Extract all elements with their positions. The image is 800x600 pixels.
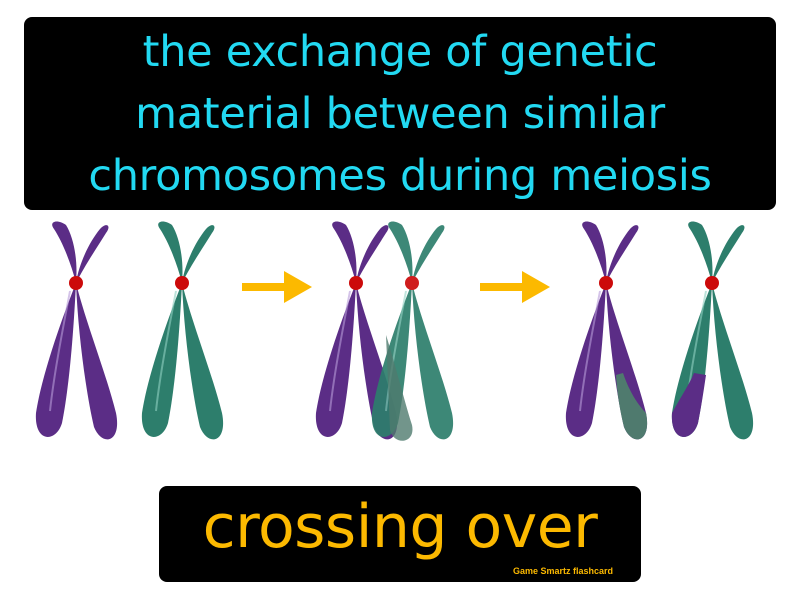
chromosome-green-1: [142, 222, 223, 440]
term-box: crossing over Game Smartz flashcard: [159, 486, 641, 582]
crossing-over-illustration: [0, 216, 800, 441]
chromosome-purple-1: [36, 222, 117, 440]
stage-before: [36, 222, 223, 440]
stage-after-exchange: [566, 222, 753, 440]
chromosome-green-2: [372, 222, 453, 440]
term-title: crossing over: [202, 492, 598, 562]
brand-label: Game Smartz flashcard: [512, 566, 613, 576]
stage-overlap: [316, 222, 453, 441]
definition-line-1: the exchange of genetic: [142, 26, 658, 77]
chromosome-purple-3: [566, 222, 647, 440]
definition-line-2: material between similar: [135, 88, 665, 139]
definition-box: the exchange of genetic material between…: [24, 17, 776, 210]
chromosome-green-3: [672, 222, 753, 440]
arrow-right-icon: [480, 271, 550, 303]
arrow-right-icon: [242, 271, 312, 303]
definition-line-3: chromosomes during meiosis: [88, 150, 712, 201]
